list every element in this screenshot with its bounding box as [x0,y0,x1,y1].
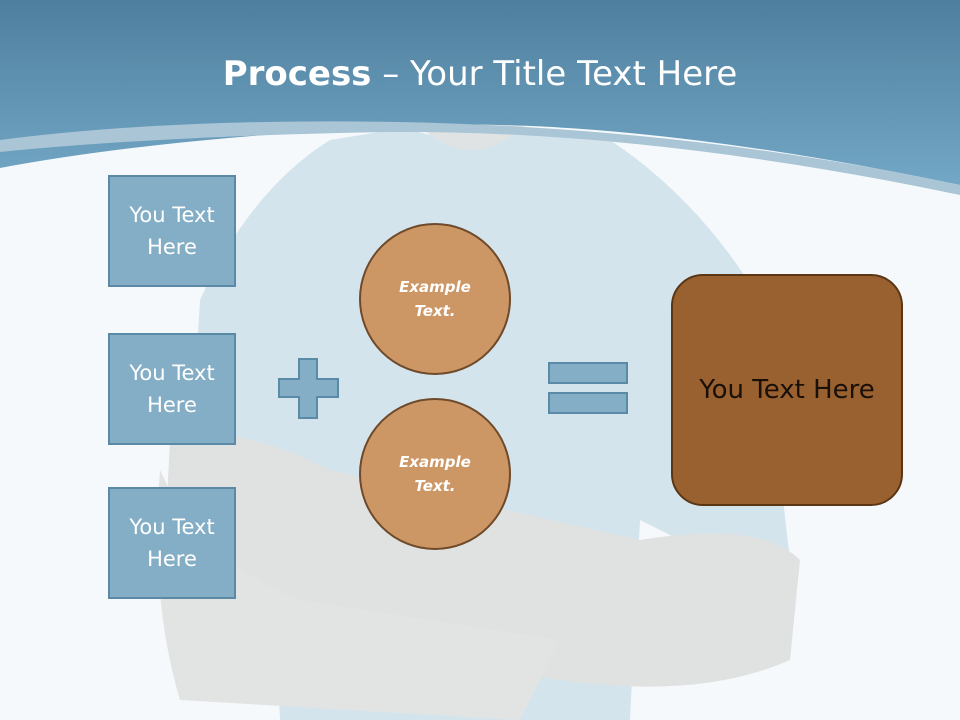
input-box-3: You Text Here [108,487,236,599]
example-circle-1: Example Text. [359,223,511,375]
title-rest: – Your Title Text Here [371,54,738,94]
equals-icon [548,362,628,414]
plus-icon [278,358,339,419]
example-circle-2: Example Text. [359,398,511,550]
input-box-1: You Text Here [108,175,236,287]
title-bold: Process [222,54,372,94]
result-box: You Text Here [671,274,903,506]
slide-title: Process – Your Title Text Here [0,52,960,96]
input-box-2: You Text Here [108,333,236,445]
